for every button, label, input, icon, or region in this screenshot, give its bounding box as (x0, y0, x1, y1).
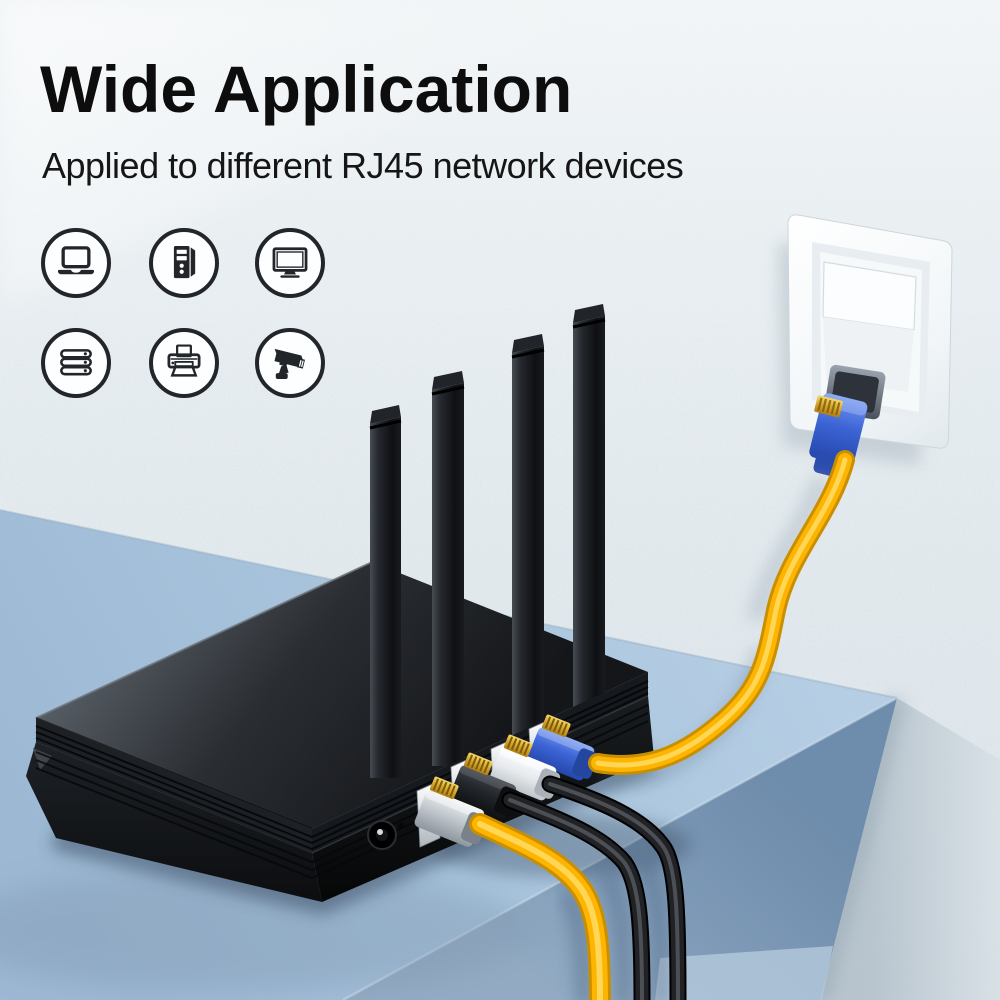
gold-contacts (463, 752, 493, 776)
power-jack (367, 820, 404, 850)
device-icon-printer (149, 328, 219, 398)
ethernet-cables (469, 450, 855, 1000)
yellow-cable-hanging (469, 813, 611, 1000)
gold-contacts (503, 734, 533, 758)
antenna-2 (431, 371, 465, 766)
tv-monitor-icon (272, 247, 308, 278)
gold-contacts (541, 714, 571, 738)
black-cable-1 (501, 791, 651, 1000)
desktop-tower-icon (173, 244, 197, 280)
device-icon-laptop (41, 228, 111, 298)
laptop-icon (57, 246, 95, 275)
device-icon-cctv-camera (255, 328, 325, 398)
antenna-4 (572, 304, 606, 742)
wifi-router (26, 304, 654, 902)
table-base-sliver (655, 946, 833, 1000)
antenna-1 (369, 405, 402, 778)
device-icon-network-switch (41, 328, 111, 398)
gold-contacts (429, 776, 459, 800)
gold-contacts (814, 395, 843, 418)
table-shadow-on-wall (820, 698, 1000, 1000)
black-cable-2 (541, 775, 687, 1000)
cable-shadow-on-wall (747, 475, 831, 623)
reset-hole (398, 823, 404, 829)
device-icon-desktop-tower (149, 228, 219, 298)
yellow-cable-to-outlet (588, 450, 855, 776)
network-switch-icon (60, 349, 92, 376)
printer-icon (167, 344, 201, 377)
wall-light-streak (0, 0, 640, 310)
antenna-3 (511, 334, 545, 754)
device-icon-tv-monitor (255, 228, 325, 298)
power-pin (377, 829, 383, 835)
router-antennas (369, 304, 606, 778)
wall-outlet (778, 214, 953, 478)
cctv-camera-icon (274, 348, 306, 380)
router-top-face (36, 562, 648, 829)
connector-black (450, 752, 521, 819)
